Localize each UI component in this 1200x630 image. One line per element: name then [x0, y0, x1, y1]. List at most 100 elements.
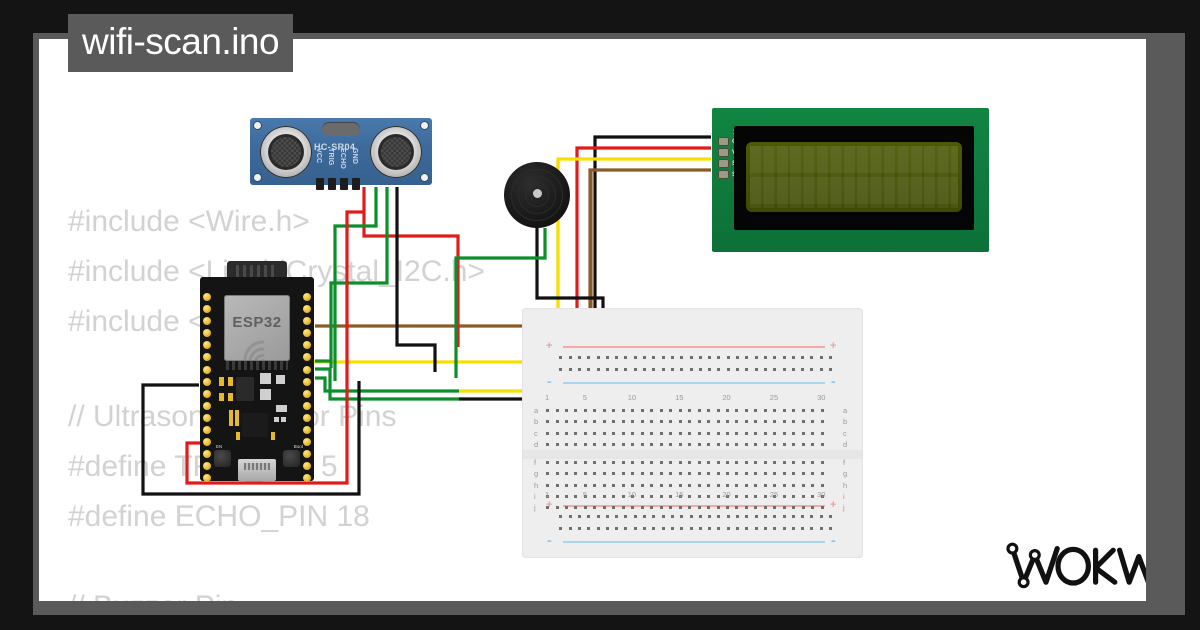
- part-lcd1602[interactable]: 1 GND VCC SDA SCL: [712, 108, 989, 252]
- esp32-pin-left-4[interactable]: [203, 329, 211, 338]
- esp32-pin-left-12[interactable]: [203, 426, 211, 435]
- esp32-pin-right-8[interactable]: [303, 377, 311, 386]
- lcd-pin-vcc[interactable]: [718, 148, 729, 157]
- esp32-pin-left-6[interactable]: [203, 353, 211, 362]
- esp32-pin-left-1[interactable]: [203, 293, 211, 301]
- esp32-pin-right-5[interactable]: [303, 341, 311, 350]
- esp32-pin-left-7[interactable]: [203, 365, 211, 374]
- esp32-en-button[interactable]: [214, 450, 231, 467]
- bb-hole-d-28: [801, 442, 805, 446]
- bb-hole-d-17: [697, 442, 701, 446]
- bb-col-num-top-15: 15: [675, 393, 684, 402]
- bb-hole-g-16: [688, 472, 692, 476]
- esp32-pin-left-9[interactable]: [203, 389, 211, 398]
- hc-sr04-pin-trig[interactable]: [328, 178, 336, 190]
- esp32-pin-left-16[interactable]: [203, 474, 211, 483]
- bb-hole-d-8: [612, 442, 616, 446]
- esp32-resistor-2: [228, 393, 233, 401]
- bb-hole-j-2: [555, 506, 559, 510]
- rail-line-top-plus: [563, 346, 825, 348]
- hc-sr04-receiver: [370, 126, 422, 178]
- esp32-header-right[interactable]: [303, 293, 311, 483]
- esp32-pin-right-14[interactable]: [303, 450, 311, 459]
- bb-hole-f-22: [744, 461, 748, 465]
- bb-hole-g-11: [640, 472, 644, 476]
- esp32-pin-left-11[interactable]: [203, 413, 211, 422]
- esp32-pin-left-14[interactable]: [203, 450, 211, 459]
- esp32-pin-right-12[interactable]: [303, 426, 311, 435]
- bb-col-num-bot-25: 25: [769, 490, 779, 499]
- part-breadboard[interactable]: ++--++--aabbccddeeffgghhiijj115510101515…: [523, 309, 862, 557]
- diagram-canvas[interactable]: #include <Wire.h> #include <LiquidCrysta…: [39, 39, 1146, 601]
- esp32-pin-right-15[interactable]: [303, 462, 311, 471]
- esp32-pin-right-6[interactable]: [303, 353, 311, 362]
- esp32-pin-right-3[interactable]: [303, 317, 311, 326]
- esp32-usb-port[interactable]: [238, 459, 276, 481]
- esp32-pin-right-1[interactable]: [303, 293, 311, 301]
- lcd-pin-sda[interactable]: [718, 159, 729, 168]
- esp32-cap-1: [260, 373, 271, 384]
- esp32-pin-right-7[interactable]: [303, 365, 311, 374]
- hc-sr04-pin-echo[interactable]: [340, 178, 348, 190]
- bb-hole-bot-r1-4-3: [773, 515, 777, 519]
- esp32-pin-right-10[interactable]: [303, 401, 311, 410]
- rail-line-bot-plus: [563, 505, 825, 507]
- hc-sr04-pin-gnd[interactable]: [352, 178, 360, 190]
- bb-hole-h-20: [725, 483, 729, 487]
- hc-sr04-header[interactable]: [316, 178, 360, 190]
- buzzer-ring-2: [518, 176, 556, 214]
- esp32-pin-right-9[interactable]: [303, 389, 311, 398]
- bb-hole-f-11: [640, 461, 644, 465]
- esp32-header-left[interactable]: [203, 293, 211, 483]
- bb-hole-j-29: [811, 506, 815, 510]
- wire-lcd-vcc: [575, 146, 711, 324]
- esp32-pin-right-2[interactable]: [303, 305, 311, 314]
- bb-hole-top-r1-1-4: [643, 356, 647, 360]
- esp32-pin-left-8[interactable]: [203, 377, 211, 386]
- esp32-pin-right-11[interactable]: [303, 413, 311, 422]
- bb-hole-d-27: [792, 442, 796, 446]
- esp32-pin-right-13[interactable]: [303, 438, 311, 447]
- bb-hole-bot-r2-1-1: [615, 527, 619, 531]
- bb-hole-g-22: [744, 472, 748, 476]
- bb-hole-top-r2-3-4: [736, 368, 740, 372]
- esp32-boot-button[interactable]: [283, 450, 300, 467]
- esp32-pin-left-5[interactable]: [203, 341, 211, 350]
- bb-hole-bot-r1-1-4: [643, 515, 647, 519]
- bb-col-num-bot-1: 1: [545, 490, 550, 499]
- esp32-pin-left-13[interactable]: [203, 438, 211, 447]
- bb-hole-d-13: [659, 442, 663, 446]
- bb-hole-bot-r2-2-4: [689, 527, 693, 531]
- lcd-pin-scl[interactable]: [718, 170, 729, 179]
- bb-hole-c-12: [650, 431, 654, 435]
- file-title-badge[interactable]: wifi-scan.ino: [68, 14, 294, 72]
- part-hc-sr04[interactable]: HC-SR04 VCC TRIG ECHO GND: [250, 118, 432, 190]
- bb-hole-g-8: [612, 472, 616, 476]
- lcd-pin-gnd[interactable]: [718, 137, 729, 146]
- esp32-pin-left-2[interactable]: [203, 305, 211, 314]
- esp32-resistor-1: [219, 393, 224, 401]
- bb-hole-top-r2-4-1: [754, 368, 758, 372]
- part-buzzer[interactable]: [504, 162, 570, 228]
- bb-hole-bot-r2-0-0: [559, 527, 563, 531]
- bb-hole-d-12: [650, 442, 654, 446]
- bb-hole-bot-r2-3-4: [736, 527, 740, 531]
- esp32-pin-left-15[interactable]: [203, 462, 211, 471]
- hc-sr04-pin-vcc[interactable]: [316, 178, 324, 190]
- rail-minus-bot-right: -: [831, 532, 836, 548]
- bb-hole-h-21: [735, 483, 739, 487]
- esp32-pin-right-16[interactable]: [303, 474, 311, 483]
- esp32-led-3: [236, 432, 240, 440]
- esp32-pin-right-4[interactable]: [303, 329, 311, 338]
- bb-hole-h-15: [678, 483, 682, 487]
- esp32-pin-left-3[interactable]: [203, 317, 211, 326]
- bb-hole-d-14: [669, 442, 673, 446]
- bb-row-label-right-d: d: [843, 439, 848, 449]
- bb-hole-top-r2-5-4: [829, 368, 833, 372]
- bb-hole-top-r2-2-2: [670, 368, 674, 372]
- bb-hole-f-16: [688, 461, 692, 465]
- esp32-pin-left-10[interactable]: [203, 401, 211, 410]
- bb-hole-bot-r2-5-1: [801, 527, 805, 531]
- bb-hole-bot-r1-0-3: [587, 515, 591, 519]
- part-esp32[interactable]: ESP32: [200, 261, 314, 483]
